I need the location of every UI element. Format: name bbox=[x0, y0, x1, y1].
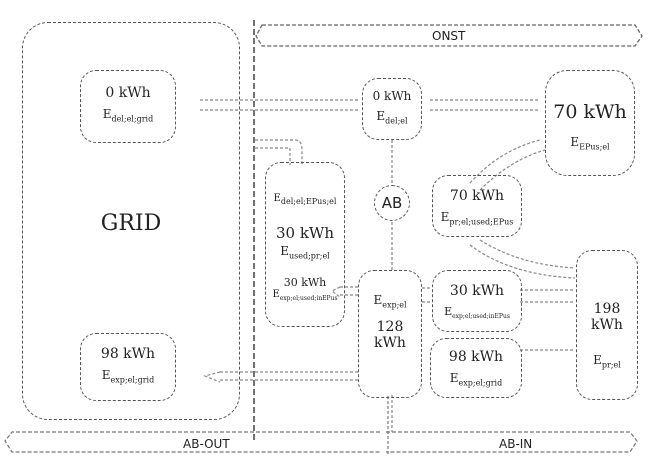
grid-container: GRID bbox=[22, 22, 240, 420]
box-exp-el: Eexp;el 128 kWh bbox=[358, 270, 422, 398]
value: 128 kWh bbox=[374, 319, 406, 352]
zone-onst: ONST bbox=[432, 29, 466, 43]
value1: 30 kWh bbox=[275, 224, 335, 242]
label: Eexp;el;grid bbox=[101, 368, 155, 385]
label: Epr;el bbox=[593, 353, 621, 370]
flow-del-to-epus bbox=[430, 99, 540, 111]
value: 70 kWh bbox=[553, 101, 627, 123]
flow-exp-to-grid bbox=[203, 371, 360, 383]
label: Eexp;el bbox=[373, 293, 407, 310]
zone-ab-out: AB-OUT bbox=[183, 437, 230, 451]
flow-to-midleft bbox=[255, 139, 303, 165]
value: 98 kWh bbox=[448, 349, 504, 365]
flow-curve-up bbox=[469, 139, 546, 191]
flow-grid-to-del bbox=[200, 99, 360, 111]
label-top: Edel;el;EPus;el bbox=[273, 193, 337, 206]
box-exp-used: 30 kWh Eexp;el;used;inEPus bbox=[432, 270, 522, 332]
value: 0 kWh bbox=[372, 89, 412, 103]
flow-curve-down bbox=[469, 239, 576, 279]
label: Edel;el bbox=[376, 109, 408, 126]
value: 30 kWh bbox=[449, 283, 505, 299]
value: 198 kWh bbox=[591, 301, 623, 333]
box-exp-grid-right: 98 kWh Eexp;el;grid bbox=[430, 338, 522, 398]
label: Epr;el;used;EPus bbox=[440, 210, 514, 227]
box-exp-grid-left: 98 kWh Eexp;el;grid bbox=[80, 333, 176, 401]
value2: 30 kWh bbox=[283, 276, 327, 290]
hub-ab: AB bbox=[374, 185, 410, 221]
onst-arrow bbox=[255, 24, 643, 47]
value: 70 kWh bbox=[449, 188, 505, 204]
label1: Eused;pr;el bbox=[280, 244, 330, 261]
flow-exp-to-midleft bbox=[330, 286, 360, 298]
flow-pr-to-used bbox=[520, 289, 575, 303]
box-pr-el: 198 kWh Epr;el bbox=[576, 250, 638, 400]
zone-ab-in: AB-IN bbox=[499, 437, 533, 451]
grid-label: GRID bbox=[100, 211, 162, 236]
flow-pr-to-exp bbox=[422, 287, 430, 303]
ab-in-arrow bbox=[386, 431, 638, 453]
ab-out-arrow bbox=[4, 431, 380, 453]
box-del-el: 0 kWh Edel;el bbox=[362, 78, 422, 140]
box-del-grid: 0 kWh Edel;el;grid bbox=[80, 70, 176, 143]
box-mid-left: Edel;el;EPus;el 30 kWh Eused;pr;el 30 kW… bbox=[265, 162, 345, 327]
label2: Eexp;el;used;inEPus bbox=[272, 289, 338, 303]
value: 98 kWh bbox=[100, 346, 156, 362]
label: EEPus;el bbox=[570, 135, 610, 152]
box-pr-used-epus: 70 kWh Epr;el;used;EPus bbox=[432, 175, 522, 237]
label: Eexp;el;used;inEPus bbox=[444, 305, 510, 321]
label: Edel;el;grid bbox=[102, 107, 154, 124]
value: 0 kWh bbox=[105, 85, 151, 101]
box-epus: 70 kWh EEPus;el bbox=[545, 70, 635, 176]
label: Eexp;el;grid bbox=[449, 371, 503, 388]
